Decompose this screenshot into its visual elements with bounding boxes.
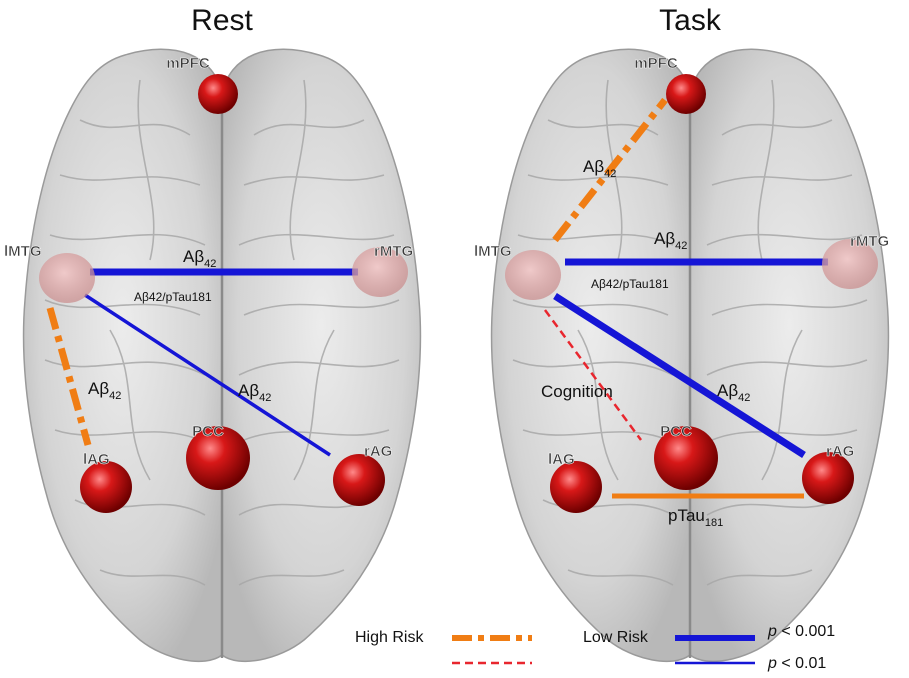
legend-p-weak: p < 0.01 <box>767 655 826 672</box>
task-edge-label-abeta-top: Aβ42 <box>654 229 687 252</box>
task-label-rag: rAG <box>826 443 854 460</box>
task-edge-label-abeta-mpfc: Aβ42 <box>583 157 616 180</box>
task-title: Task <box>659 4 722 37</box>
task-edge-lmtg-pcc <box>543 309 643 441</box>
rest-node-lag <box>80 461 132 513</box>
task-panel: Task mPFC lMTG rMTG PCC lAG rAG Aβ42 Aβ4… <box>474 4 890 663</box>
rest-label-lmtg: lMTG <box>4 243 42 260</box>
task-edge-label-ratio: Aβ42/pTau181 <box>591 277 669 291</box>
rest-edge-lmtg-rag <box>84 293 331 457</box>
task-label-lmtg: lMTG <box>474 243 512 260</box>
rest-node-rmtg <box>352 247 408 297</box>
rest-label-pcc: PCC <box>192 423 224 440</box>
rest-label-rag: rAG <box>364 443 392 460</box>
task-edge-lmtg-mpfc <box>552 97 668 243</box>
task-node-rmtg <box>822 239 878 289</box>
legend-p-strong: p < 0.001 <box>767 623 835 640</box>
task-edge-lmtg-rag <box>553 293 806 458</box>
rest-node-pcc <box>186 426 250 490</box>
task-edge-label-ptau: pTau181 <box>668 506 723 529</box>
task-edge-label-abeta-diag: Aβ42 <box>717 381 750 404</box>
task-label-lag: lAG <box>548 451 575 468</box>
task-node-lmtg <box>505 250 561 300</box>
rest-node-mpfc <box>198 74 238 114</box>
task-label-rmtg: rMTG <box>850 233 889 250</box>
legend-high-risk-label: High Risk <box>355 629 424 646</box>
task-node-mpfc <box>666 74 706 114</box>
legend-low-risk-label: Low Risk <box>583 629 649 646</box>
rest-node-rag <box>333 454 385 506</box>
rest-title: Rest <box>191 4 253 37</box>
legend: High Risk Low Risk p < 0.001 p < 0.01 <box>355 623 835 672</box>
rest-node-lmtg <box>39 253 95 303</box>
task-label-mpfc: mPFC <box>634 55 678 72</box>
task-node-pcc <box>654 426 718 490</box>
rest-label-lag: lAG <box>83 451 110 468</box>
rest-edge-label-abeta-diag: Aβ42 <box>238 381 271 404</box>
rest-edge-label-ratio: Aβ42/pTau181 <box>134 290 212 304</box>
task-node-rag <box>802 452 854 504</box>
task-node-lag <box>550 461 602 513</box>
rest-label-rmtg: rMTG <box>374 243 413 260</box>
rest-edge-label-abeta-left: Aβ42 <box>88 379 121 402</box>
rest-label-mpfc: mPFC <box>166 55 210 72</box>
task-edge-label-cognition: Cognition <box>541 382 613 401</box>
rest-edge-lmtg-lag <box>46 307 92 446</box>
task-label-pcc: PCC <box>660 423 692 440</box>
rest-panel: Rest mPFC lMTG rMTG PCC lAG rAG Aβ42 Aβ4… <box>4 4 422 663</box>
rest-edge-label-abeta-top: Aβ42 <box>183 247 216 270</box>
